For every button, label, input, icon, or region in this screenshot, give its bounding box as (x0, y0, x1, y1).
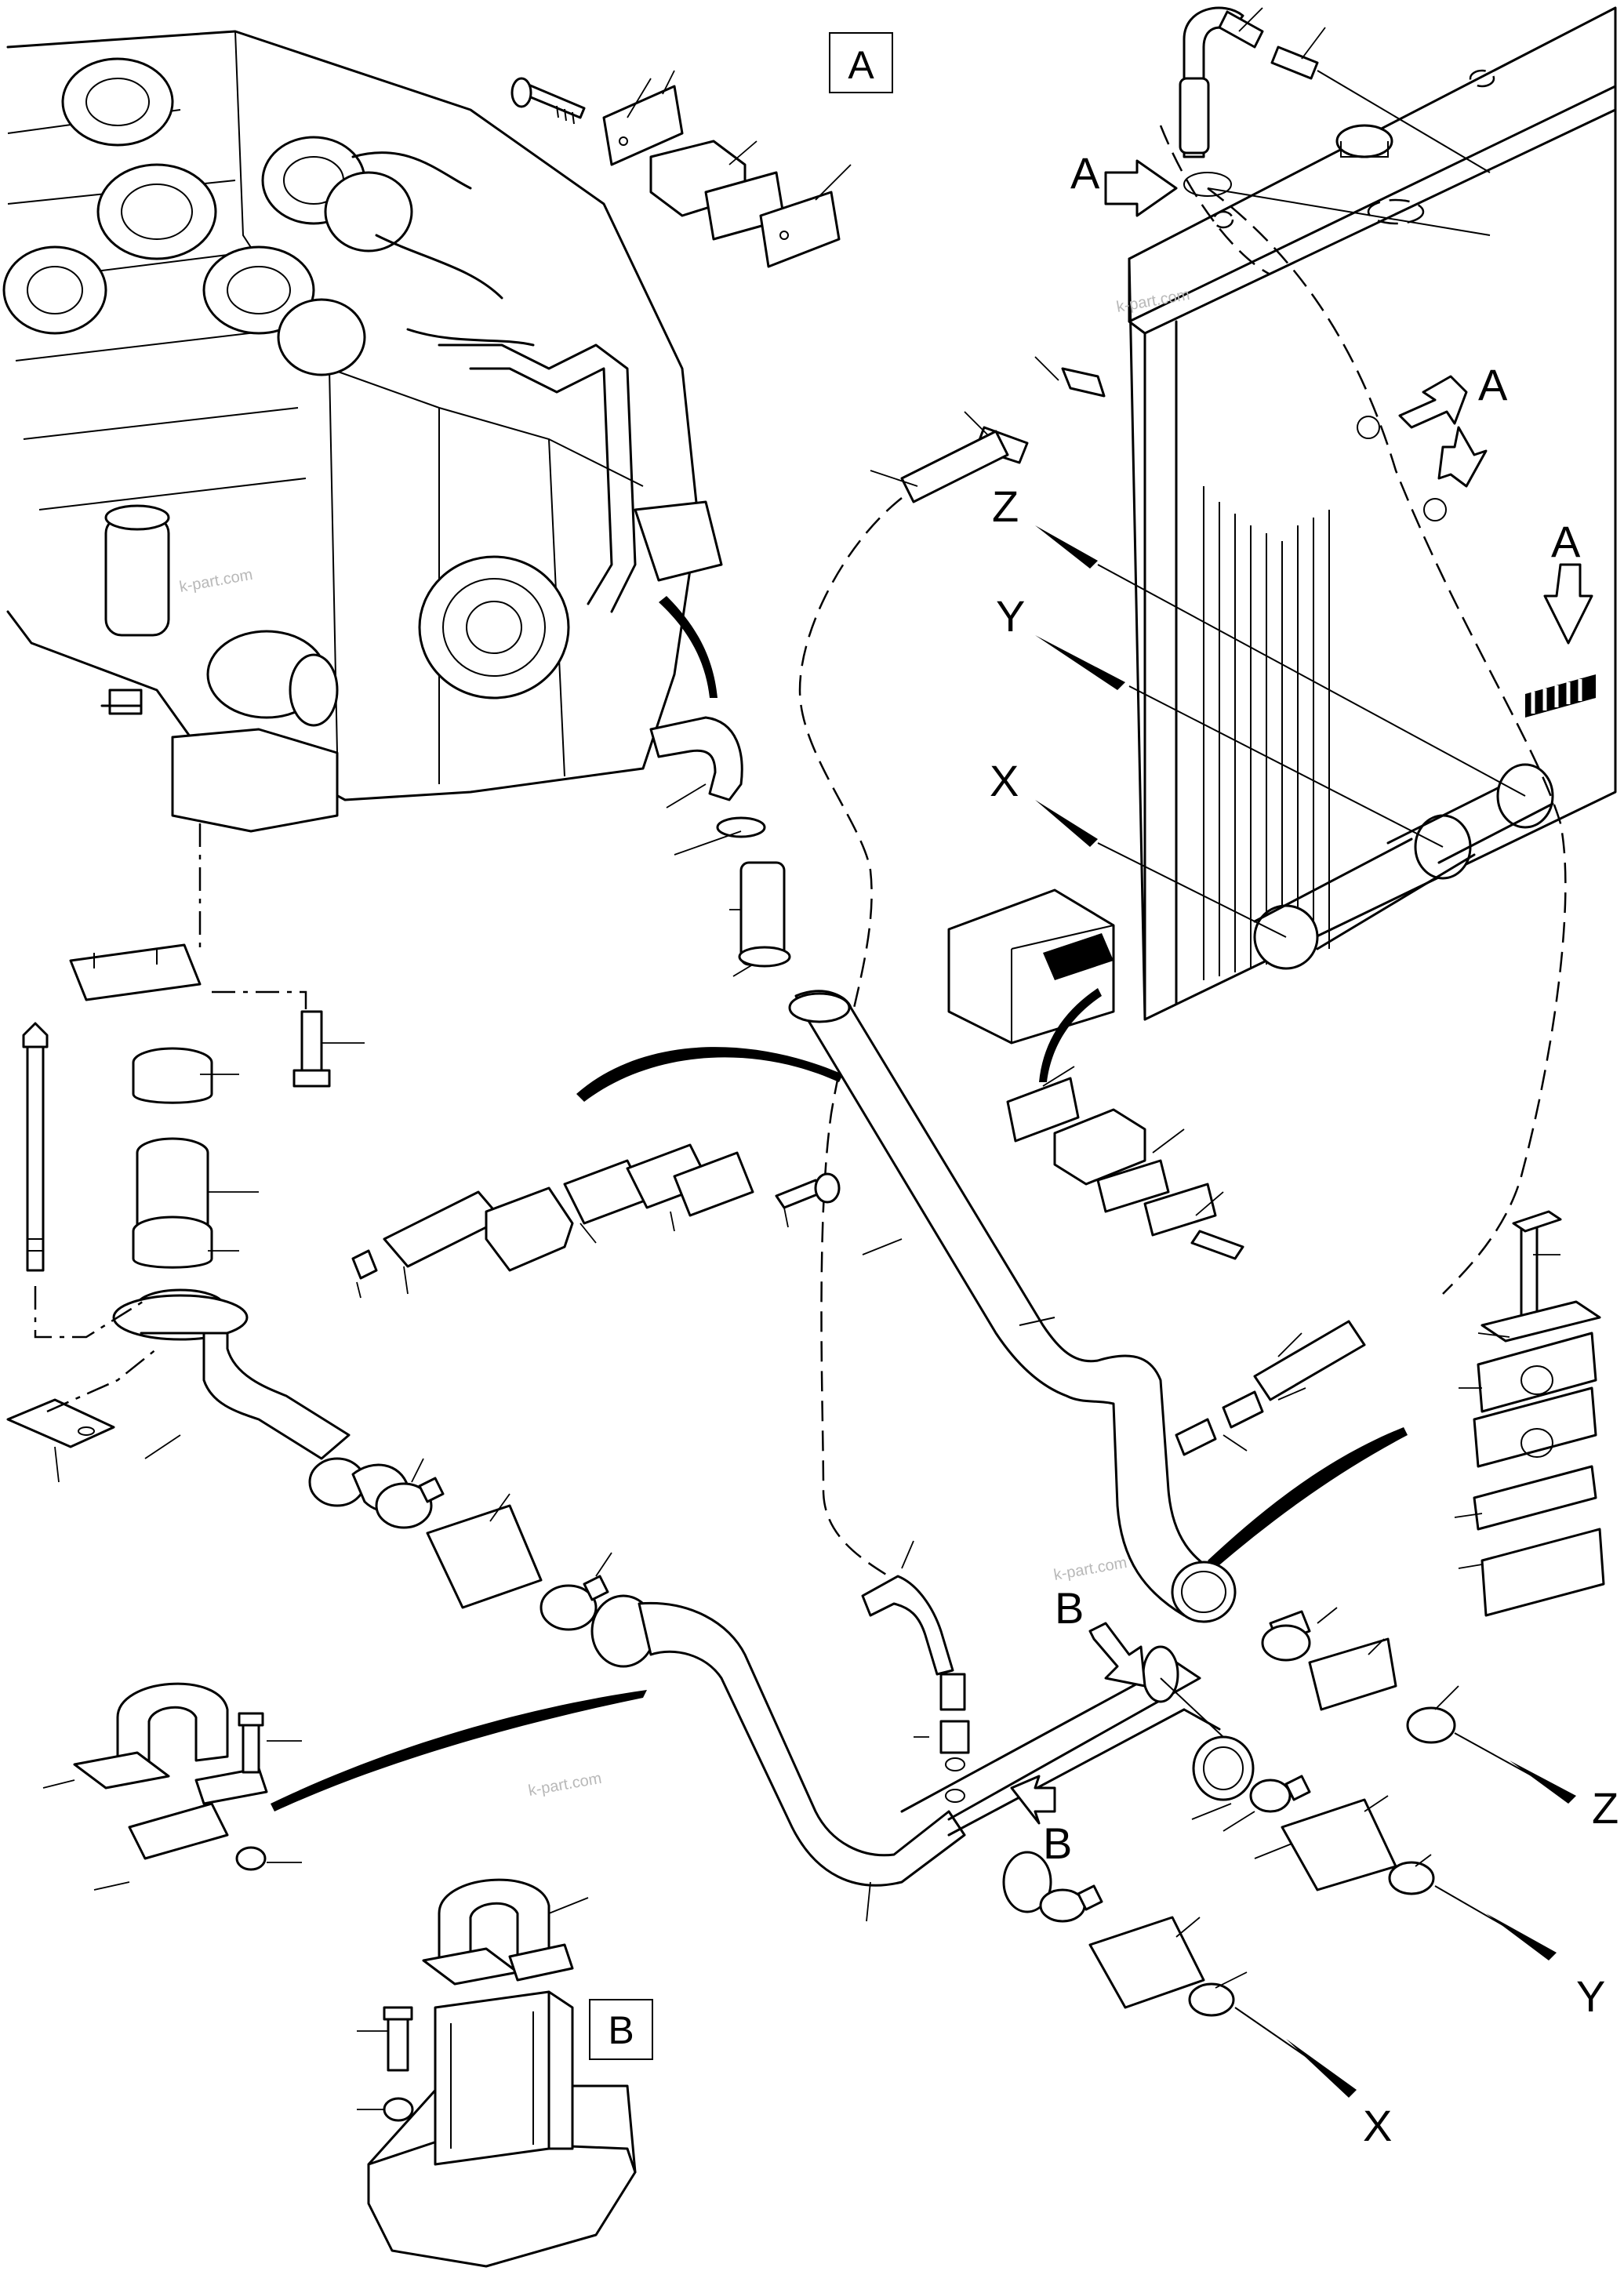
hose-routing-radiator (1207, 187, 1567, 1295)
curved-pointer-arrow-5 (271, 1690, 647, 1811)
marker-x-right: X (1363, 2101, 1392, 2150)
lower-hose-fitting (861, 1540, 970, 1803)
curved-pointer-arrow-4 (1208, 1427, 1408, 1568)
watermark: k-part.com (1052, 1554, 1128, 1584)
curved-pointer-arrow-3 (659, 596, 718, 698)
side-fitting-upper (1175, 1320, 1366, 1456)
detail-a-label: A (848, 43, 874, 87)
svg-text:B: B (1055, 1583, 1084, 1633)
svg-text:A: A (1478, 360, 1508, 409)
detail-b-stand: B (367, 1990, 653, 2268)
marker-z-right: Z (1592, 1783, 1619, 1833)
y-outlet-hose: Y (1223, 1775, 1605, 2021)
engine-assembly (2, 30, 723, 833)
svg-text:Z: Z (992, 481, 1019, 531)
clamp-detail-right (1006, 1066, 1244, 1260)
radiator-bracket (947, 888, 1115, 1045)
detail-a-box (829, 32, 893, 93)
view-arrow-a-right3: A (1543, 517, 1593, 645)
bracket-clamp-center (351, 1143, 841, 1299)
svg-text:B: B (1043, 1819, 1072, 1868)
upper-hose-fitting (870, 356, 1106, 503)
radiator (1128, 6, 1617, 1021)
svg-text:A: A (1070, 148, 1100, 198)
top-vent-hose (1179, 6, 1326, 158)
curved-pointer-arrow-2 (576, 1047, 843, 1102)
watermark: k-part.com (178, 566, 254, 596)
z-leader-line (1097, 564, 1526, 797)
upper-coolant-pipe (649, 716, 1237, 1623)
detail-a-clamp-group: A (510, 32, 893, 268)
detail-b-clamp-left (42, 1682, 302, 1891)
marker-z-left: Z (992, 481, 1098, 569)
z-outlet-hose: Z (1261, 1607, 1619, 1833)
left-hose-stack (6, 943, 365, 1483)
left-connecting-hose (375, 1458, 612, 1631)
view-arrow-a-right1: A (1398, 360, 1508, 429)
curved-pointer-arrow-1 (1039, 988, 1102, 1082)
watermark: k-part.com (527, 1770, 603, 1800)
view-arrow-a-top: A (1070, 148, 1178, 217)
right-clamp-stack (1454, 1210, 1605, 1617)
x-outlet-hose: X (1039, 1884, 1392, 2150)
y-leader-line (1128, 685, 1444, 848)
left-lower-pipe (140, 1332, 417, 1513)
view-arrow-a-right2 (1437, 426, 1488, 488)
lower-main-pipe (590, 1594, 1295, 1922)
detail-b-clamp-center (357, 1878, 589, 2122)
x-leader-line (1097, 842, 1287, 938)
svg-text:A: A (1551, 517, 1581, 566)
view-arrow-b-1: B (1055, 1583, 1146, 1688)
hose-routing-upper (798, 497, 903, 1586)
detail-b-label: B (608, 2008, 634, 2052)
view-arrow-b-2: B (1010, 1775, 1072, 1868)
marker-x-left: X (990, 756, 1098, 847)
svg-text:X: X (990, 756, 1019, 805)
svg-text:Y: Y (996, 591, 1025, 641)
marker-y-left: Y (996, 591, 1125, 690)
marker-y-right: Y (1576, 1971, 1605, 2021)
detail-b-box (589, 1999, 653, 2060)
